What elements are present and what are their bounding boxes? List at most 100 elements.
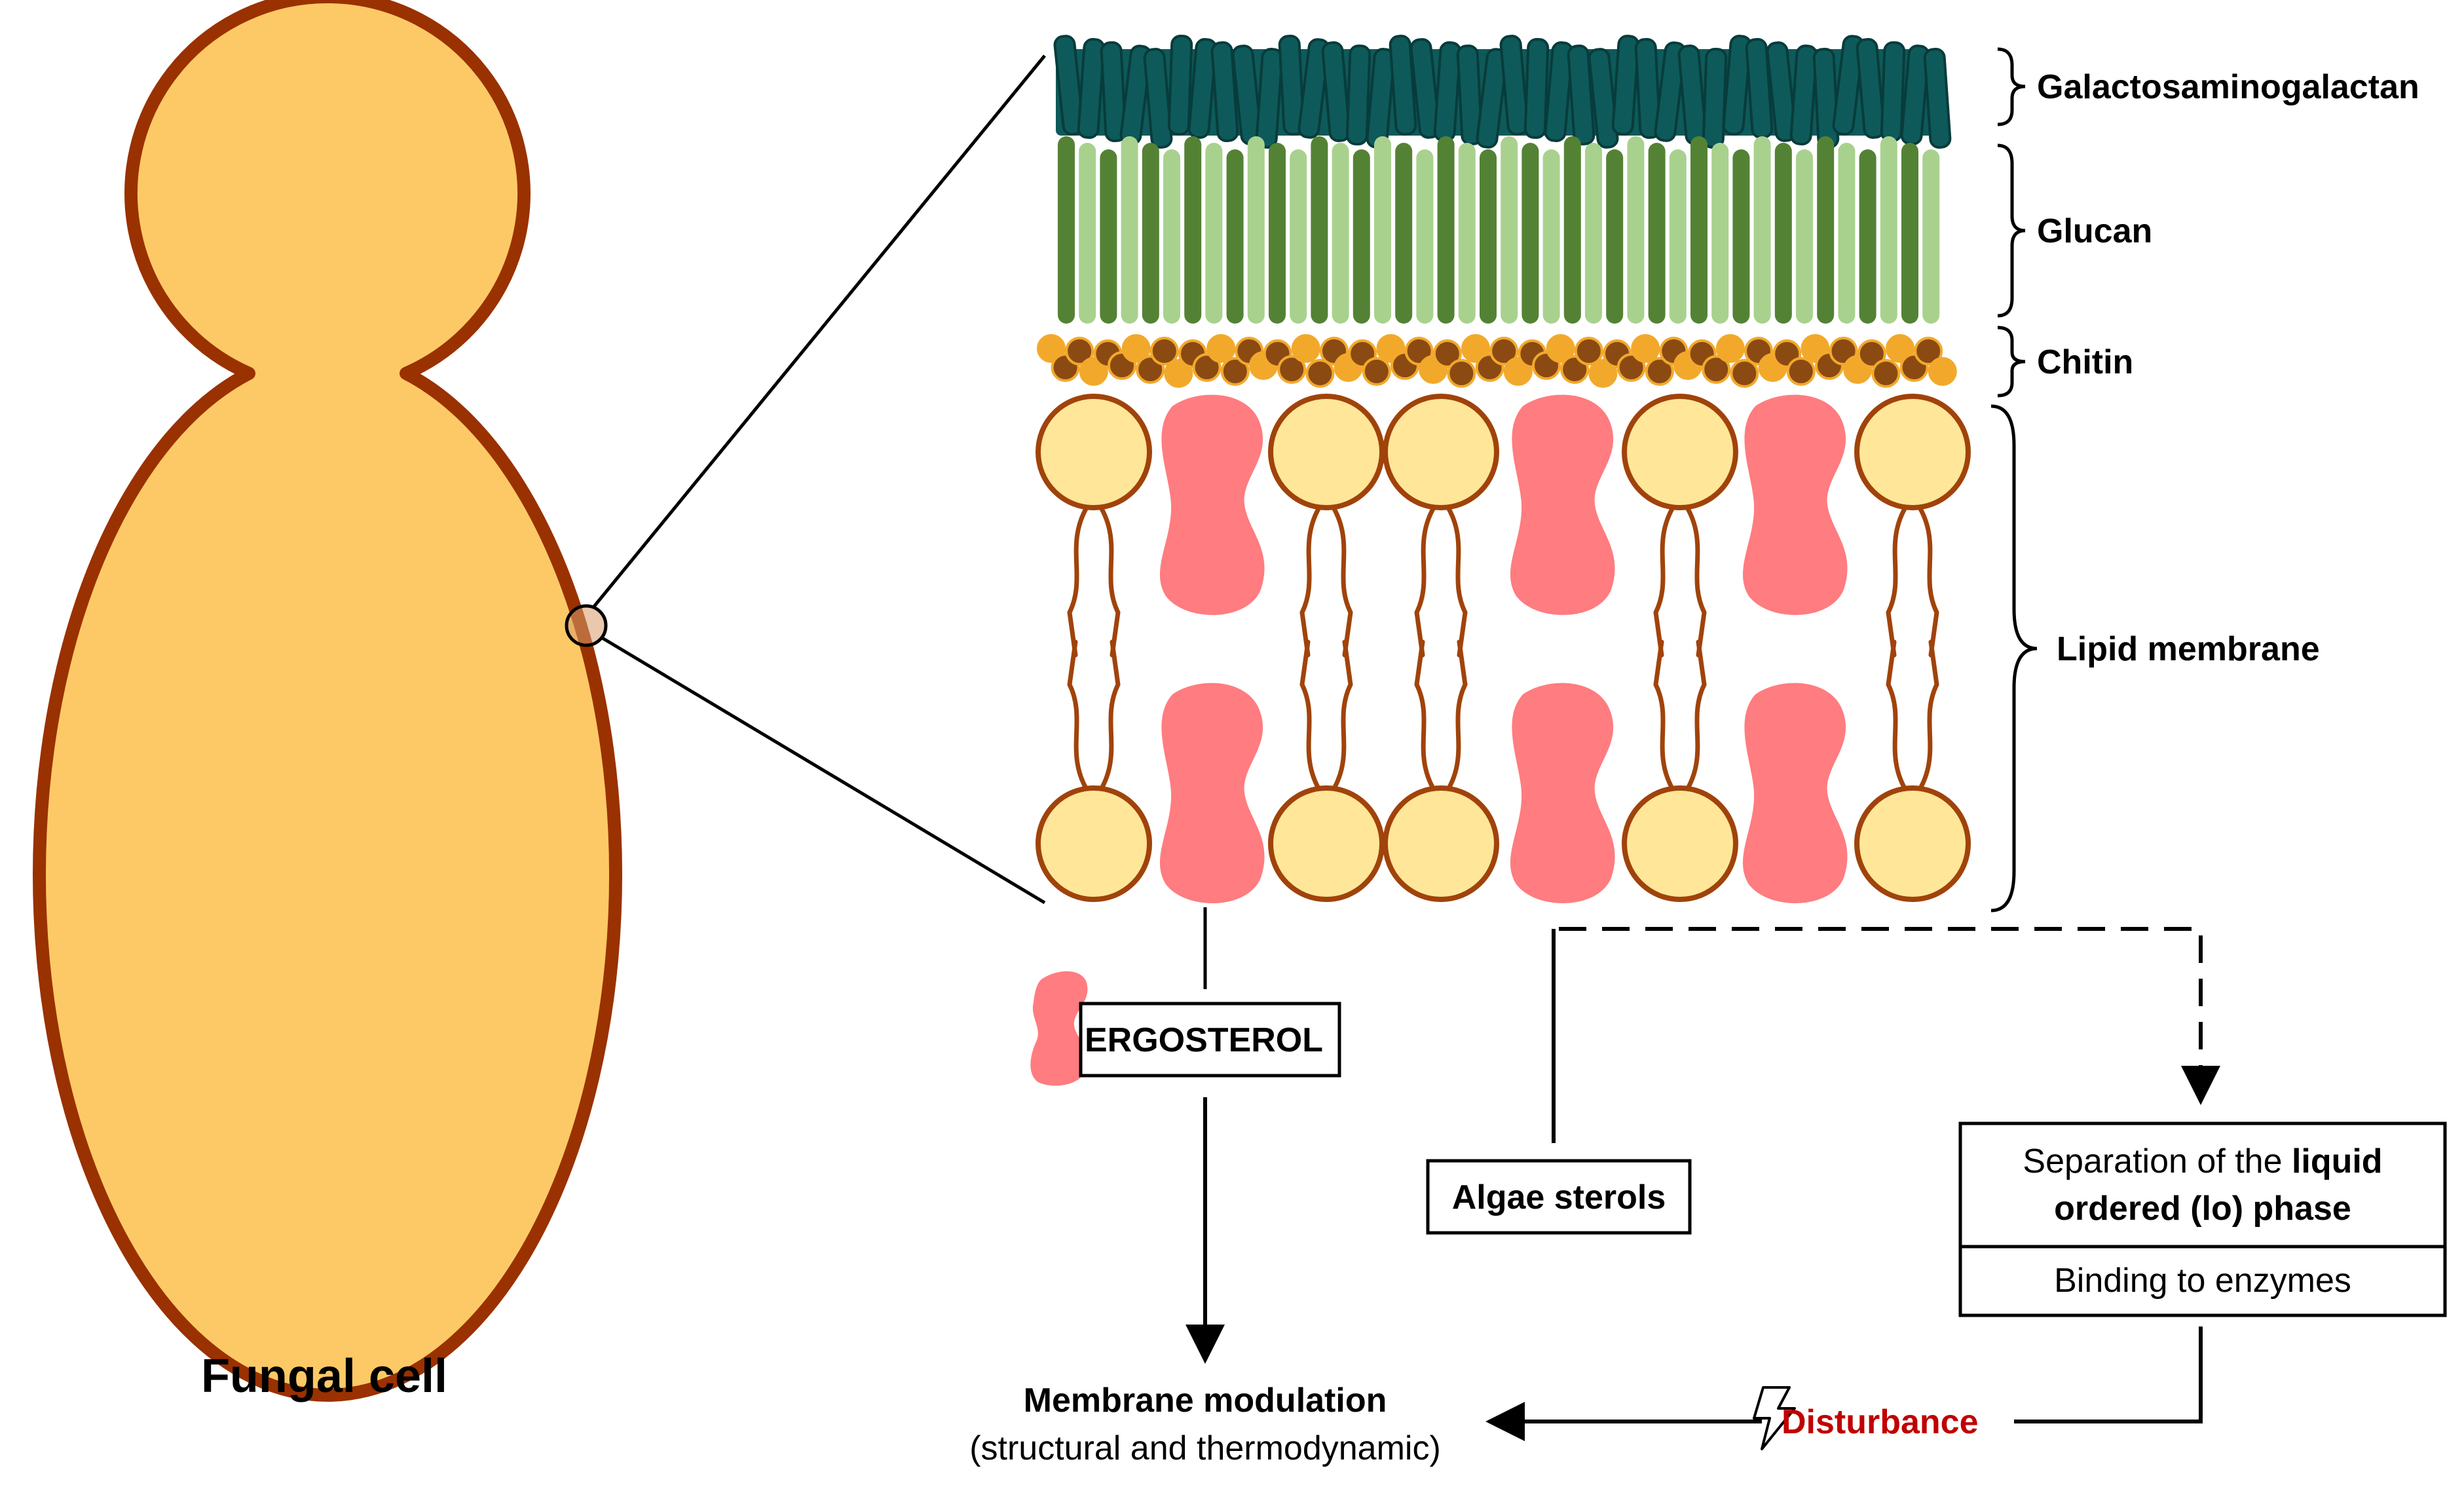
chitin-bead <box>1616 353 1646 382</box>
separation-line-2: ordered (lo) phase <box>2054 1190 2351 1228</box>
gag-rod <box>1654 41 1687 142</box>
glucan-fibre <box>1100 149 1117 324</box>
glucan-fibre <box>1458 143 1476 324</box>
lipid-tail <box>1886 502 1910 658</box>
glucan-fibre <box>1163 149 1180 324</box>
chitin-bead <box>1037 334 1066 363</box>
glucan-fibre <box>1669 149 1687 324</box>
lipid-head-top <box>1383 394 1499 510</box>
glucan-fibre <box>1796 149 1813 324</box>
gag-rod <box>1856 38 1886 139</box>
lightning-icon <box>1753 1386 1796 1450</box>
chitin-bead <box>1702 355 1731 384</box>
gag-rod <box>1389 35 1417 136</box>
lipid-head-bottom <box>1622 785 1738 902</box>
lipid-tail <box>1299 502 1324 658</box>
lipid-head-top <box>1854 394 1971 510</box>
chitin-bead <box>1786 357 1816 386</box>
gag-rod <box>1167 34 1193 136</box>
glucan-layer <box>1058 136 1940 324</box>
gag-rod <box>1702 47 1728 149</box>
gag-rod <box>1053 35 1085 136</box>
membrane-brace <box>1990 404 2038 913</box>
chitin-bead <box>1886 334 1914 363</box>
chitin-bead <box>1631 334 1660 363</box>
ergosterol-icon <box>1030 971 1089 1086</box>
lipid-tail <box>1653 502 1677 658</box>
lipid-tail <box>1886 639 1910 795</box>
gag-rod <box>1143 48 1173 149</box>
effects-return-line <box>2014 1327 2203 1423</box>
lipid-tail <box>1096 639 1121 795</box>
layer-labels <box>1990 47 2038 913</box>
glucan-fibre <box>1269 143 1286 324</box>
lipid-head-bottom <box>1036 785 1152 902</box>
gag-rod <box>1880 41 1906 143</box>
chitin-bead <box>1871 359 1901 388</box>
glucan-fibre <box>1690 136 1708 324</box>
glucan-fibre <box>1732 149 1750 324</box>
gag-rod <box>1278 34 1305 136</box>
chitin-bead <box>1928 357 1957 386</box>
algae-sterols-box <box>1426 1159 1692 1235</box>
glucan-fibre <box>1627 136 1645 324</box>
lipid-tail <box>1683 639 1707 795</box>
glucan-fibre <box>1247 136 1265 324</box>
chitin-bead <box>1432 339 1462 368</box>
lipid-tail <box>1414 502 1438 658</box>
glucan-fibre <box>1311 136 1328 324</box>
gag-rod <box>1321 41 1351 142</box>
separation-line-1: Separation of the liquid <box>2023 1142 2382 1180</box>
chitin-bead <box>1447 359 1476 388</box>
separation-prefix: Separation of the <box>2023 1142 2292 1180</box>
gag-rod <box>1544 41 1574 142</box>
membrane-label: Lipid membrane <box>2057 630 2320 668</box>
lipid-tail <box>1683 502 1707 658</box>
dashed-connector <box>1552 927 2220 1140</box>
membrane-modulation-detail: (structural and thermodynamic) <box>969 1429 1441 1467</box>
chitin-bead <box>1461 334 1490 363</box>
ergosterol-molecule <box>1159 394 1265 615</box>
gag-rod <box>1722 35 1752 136</box>
lipid-head-bottom <box>1383 785 1499 902</box>
chitin-bead <box>1206 334 1236 363</box>
glucan-label: Glucan <box>2037 212 2152 250</box>
lipid-head-bottom <box>1268 785 1385 902</box>
gag-rod <box>1523 37 1550 140</box>
glucan-fibre <box>1058 136 1075 324</box>
glucan-fibre <box>1501 136 1518 324</box>
chitin-bead <box>1291 334 1320 363</box>
chitin-bead <box>1362 357 1391 386</box>
lipid-tail <box>1067 502 1091 658</box>
gag-rod <box>1588 48 1619 149</box>
lipid-tail <box>1444 502 1468 658</box>
glucan-fibre <box>1901 143 1918 324</box>
glucan-fibre <box>1859 149 1876 324</box>
lipid-tail <box>1329 502 1353 658</box>
chitin-bead <box>1277 355 1307 384</box>
chitin-layer <box>1037 334 1957 388</box>
gag-rod <box>1456 44 1484 146</box>
glucan-fibre <box>1437 136 1455 324</box>
chitin-bead <box>1715 334 1745 363</box>
chitin-label: Chitin <box>2037 343 2133 381</box>
gag-rod <box>1077 38 1106 139</box>
gag-layer <box>1053 34 1952 149</box>
gag-rod <box>1297 38 1330 139</box>
glucan-fibre <box>1374 136 1391 324</box>
gag-rod <box>1499 35 1529 136</box>
zoom-spot <box>565 604 608 647</box>
lipid-head-top <box>1036 394 1152 510</box>
glucan-fibre <box>1416 149 1434 324</box>
fungal-cell-body <box>33 0 622 1402</box>
gag-rod <box>1345 44 1372 146</box>
lipid-membrane <box>1036 394 1971 903</box>
gag-rod <box>1923 48 1952 149</box>
glucan-fibre <box>1205 143 1223 324</box>
lipid-head-top <box>1622 394 1738 510</box>
gag-rod <box>1187 38 1218 139</box>
lipid-head-top <box>1268 394 1385 510</box>
gag-rod <box>1611 35 1640 136</box>
glucan-fibre <box>1079 143 1096 324</box>
